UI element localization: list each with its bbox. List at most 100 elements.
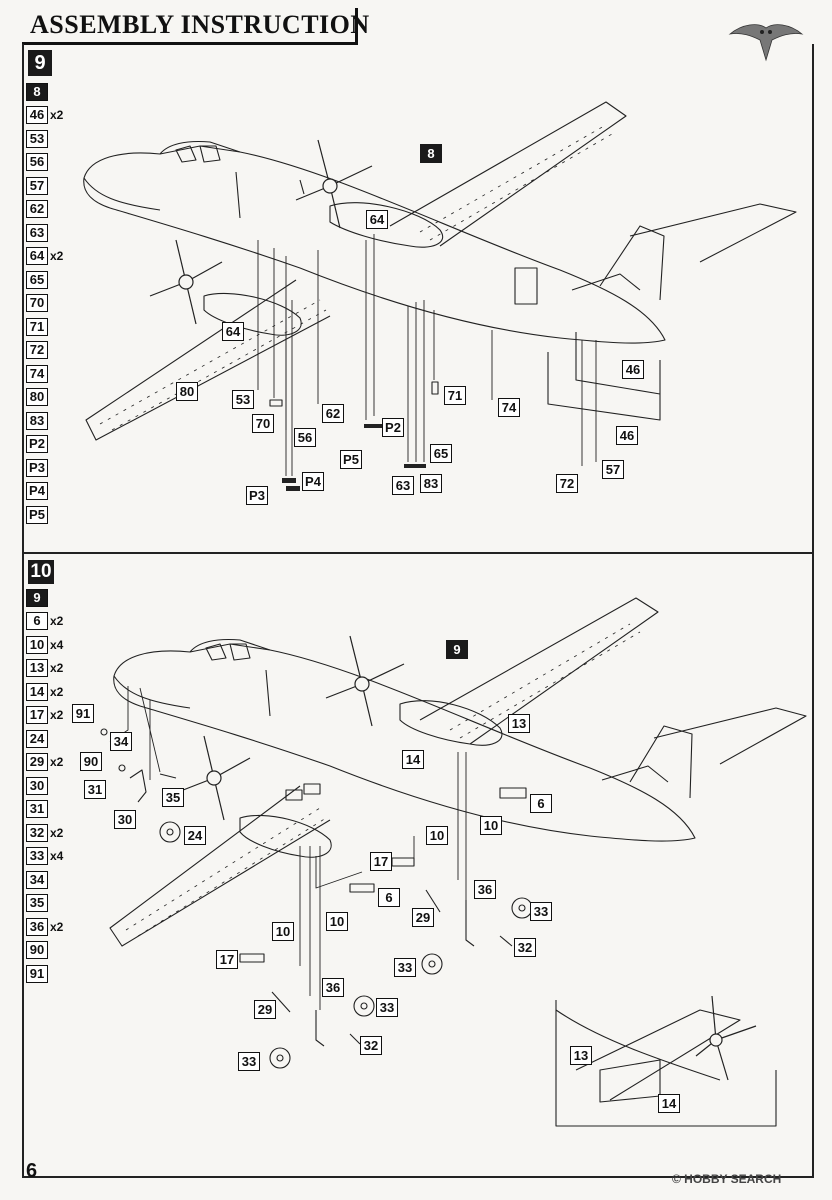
part-number-box: 90 — [26, 941, 48, 960]
callout-part-46: 46 — [622, 360, 644, 379]
callout-part-36: 36 — [474, 880, 496, 899]
callout-part-10: 10 — [326, 912, 348, 931]
callout-part-36: 36 — [322, 978, 344, 997]
step-divider — [22, 552, 812, 554]
callout-part-14: 14 — [658, 1094, 680, 1113]
parts-list-row: 65 — [26, 268, 63, 292]
parts-list-row: P2 — [26, 433, 63, 457]
part-number-box: 35 — [26, 894, 48, 913]
page-number: 6 — [26, 1160, 38, 1182]
callout-part-46: 46 — [616, 426, 638, 445]
title-side-rule — [355, 8, 358, 44]
callout-part-33: 33 — [530, 902, 552, 921]
callout-part-P5: P5 — [340, 450, 362, 469]
callout-part-13: 13 — [508, 714, 530, 733]
part-number-box: 74 — [26, 364, 48, 383]
parts-list-row: 72 — [26, 339, 63, 363]
part-number-box: 72 — [26, 341, 48, 360]
callout-part-80: 80 — [176, 382, 198, 401]
parts-list-row: 70 — [26, 292, 63, 316]
part-number-box: 65 — [26, 270, 48, 289]
callout-part-17: 17 — [370, 852, 392, 871]
step-10-number: 10 — [28, 560, 54, 584]
part-quantity: x2 — [50, 825, 64, 840]
callout-part-10: 10 — [426, 826, 448, 845]
part-number-box: 14 — [26, 682, 48, 701]
part-number-box: 33 — [26, 847, 48, 866]
parts-list-row: 35 — [26, 892, 63, 916]
part-number-box: 63 — [26, 223, 48, 242]
callout-part-62: 62 — [322, 404, 344, 423]
owl-logo-icon — [728, 24, 804, 62]
watermark: © HOBBY SEARCH — [672, 1172, 782, 1186]
callout-part-17: 17 — [216, 950, 238, 969]
parts-list-row: 63 — [26, 221, 63, 245]
callout-part-P2: P2 — [382, 418, 404, 437]
part-quantity: x2 — [50, 919, 64, 934]
part-number-box: 57 — [26, 176, 48, 195]
callout-part-64: 64 — [366, 210, 388, 229]
part-quantity: x2 — [50, 108, 64, 123]
part-number-box: 13 — [26, 659, 48, 678]
callout-part-34: 34 — [110, 732, 132, 751]
parts-list-row: 24 — [26, 727, 63, 751]
part-number-box: 71 — [26, 317, 48, 336]
parts-list-row: 30 — [26, 774, 63, 798]
parts-list-row: P3 — [26, 456, 63, 480]
parts-list-row: 62 — [26, 198, 63, 222]
callout-step-ref: 9 — [446, 640, 468, 659]
callout-part-72: 72 — [556, 474, 578, 493]
step-9-number: 9 — [28, 50, 52, 76]
parts-list-row: 31 — [26, 798, 63, 822]
part-quantity: x2 — [50, 661, 64, 676]
callout-part-30: 30 — [114, 810, 136, 829]
part-number-box: 70 — [26, 294, 48, 313]
callout-part-53: 53 — [232, 390, 254, 409]
parts-list-row: 53 — [26, 127, 63, 151]
callout-part-P4: P4 — [302, 472, 324, 491]
callout-part-35: 35 — [162, 788, 184, 807]
part-number-box: P5 — [26, 505, 48, 524]
callout-part-13: 13 — [570, 1046, 592, 1065]
parts-list-row: 57 — [26, 174, 63, 198]
callout-part-32: 32 — [360, 1036, 382, 1055]
callout-part-63: 63 — [392, 476, 414, 495]
aircraft-step-10 — [100, 597, 807, 1069]
step-10-ref-step: 9 — [26, 588, 48, 607]
part-number-box: 6 — [26, 612, 48, 631]
page-frame — [22, 44, 814, 1178]
part-number-box: 91 — [26, 964, 48, 983]
callout-part-83: 83 — [420, 474, 442, 493]
parts-list-row: 74 — [26, 362, 63, 386]
callout-part-33: 33 — [376, 998, 398, 1017]
part-number-box: 83 — [26, 411, 48, 430]
callout-part-6: 6 — [378, 888, 400, 907]
part-number-box: 30 — [26, 776, 48, 795]
parts-list-row: P4 — [26, 480, 63, 504]
callout-part-90: 90 — [80, 752, 102, 771]
callout-part-57: 57 — [602, 460, 624, 479]
callout-part-29: 29 — [412, 908, 434, 927]
callout-part-33: 33 — [394, 958, 416, 977]
callout-part-32: 32 — [514, 938, 536, 957]
parts-list-row: 34 — [26, 868, 63, 892]
callout-part-70: 70 — [252, 414, 274, 433]
callout-part-74: 74 — [498, 398, 520, 417]
callout-part-71: 71 — [444, 386, 466, 405]
part-number-box: 36 — [26, 917, 48, 936]
part-number-box: 10 — [26, 635, 48, 654]
part-number-box: P2 — [26, 435, 48, 454]
part-number-box: 34 — [26, 870, 48, 889]
